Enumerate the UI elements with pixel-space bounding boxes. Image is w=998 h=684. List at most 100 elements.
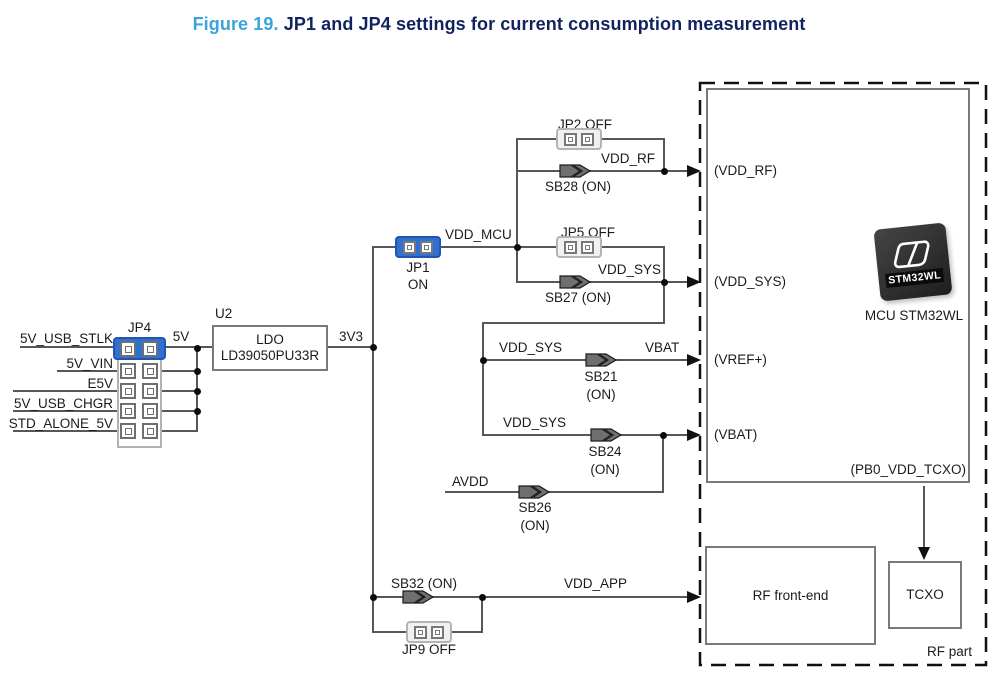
st-logo-icon [893,239,930,268]
net-label-5v-usb-stlk: 5V_USB_STLK [19,331,113,346]
stm32wl-chip-image: STM32WL [873,222,953,302]
rf-part-label: RF part [926,644,972,659]
figure-title: Figure 19. JP1 and JP4 settings for curr… [0,14,998,35]
chip-marking-label: STM32WL [884,267,945,288]
mcu-pin-vdd-sys: (VDD_SYS) [714,274,787,289]
mcu-pin-vbat: (VBAT) [714,427,758,442]
wire [483,322,664,324]
figure-number: Figure 19. [192,14,279,34]
wire [162,410,197,412]
pin-icon [120,403,136,419]
net-label-vbat: VBAT [645,340,680,355]
junction-dot [480,357,487,364]
rf-front-end-block: RF front-end [705,546,876,645]
mcu-pin-vref: (VREF+) [714,352,767,367]
net-label-std-alone-5v: STD_ALONE_5V [8,416,113,431]
wire [13,410,118,412]
pin-icon [120,363,136,379]
solder-bridge-icon [559,164,592,178]
wire [516,138,518,282]
sb26-name-label: SB26 [518,500,552,515]
net-label-3v3: 3V3 [338,329,364,344]
mcu-pin-pb0-vdd-tcxo: (PB0_VDD_TCXO) [850,462,966,477]
rf-front-end-label: RF front-end [752,587,829,603]
wire [482,322,484,436]
wire [20,346,118,348]
net-label-5v: 5V [172,329,190,344]
junction-dot [479,594,486,601]
u2-ref-label: U2 [215,306,233,321]
pin-icon [120,423,136,439]
net-label-vdd-sys: VDD_SYS [503,415,567,430]
junction-dot [661,168,668,175]
wire [13,430,118,432]
pin-icon [142,383,158,399]
ldo-part-label: LD39050PU33R [220,348,320,363]
jp9-label: JP9 OFF [401,642,456,657]
sb21-state-label: (ON) [586,387,616,402]
wire [372,246,374,633]
wire [373,596,690,598]
jp9-jumper [406,621,452,643]
jp1-state-label: ON [407,277,429,292]
arrow-icon [687,429,701,441]
wire [162,390,197,392]
pin-icon [142,363,158,379]
solder-bridge-icon [402,590,435,604]
rf-part-boundary [698,81,988,667]
pin-icon [403,240,416,254]
arrow-icon [687,591,701,603]
net-label-5v-usb-chgr: 5V_USB_CHGR [13,396,113,411]
pin-icon [142,341,158,357]
pin-icon [142,403,158,419]
pin-icon [142,423,158,439]
wire [483,434,690,436]
sb21-name-label: SB21 [584,369,618,384]
mcu-label: MCU STM32WL [864,308,964,323]
wire [328,346,373,348]
wire [663,138,665,172]
wire [481,596,483,633]
wire [13,390,118,392]
junction-dot [194,408,201,415]
ldo-block: LDO LD39050PU33R [212,325,328,371]
junction-dot [514,244,521,251]
junction-dot [194,388,201,395]
wire [162,370,197,372]
pin-icon [120,383,136,399]
net-label-5v-vin: 5V_VIN [66,356,113,371]
wire [162,430,197,432]
wire [516,281,690,283]
wire [57,370,118,372]
sb24-name-label: SB24 [588,444,622,459]
arrow-down-icon [918,547,930,560]
wire [516,170,690,172]
solder-bridge-icon [590,428,623,442]
jp2-jumper [556,128,602,150]
pin-icon [564,132,577,146]
junction-dot [370,594,377,601]
pin-icon [581,240,594,254]
solder-bridge-icon [585,353,618,367]
sb24-state-label: (ON) [590,462,620,477]
figure-caption: JP1 and JP4 settings for current consump… [283,14,806,34]
jp4-label: JP4 [127,320,152,335]
sb26-state-label: (ON) [520,518,550,533]
wire [662,434,664,493]
tcxo-label: TCXO [906,587,944,602]
tcxo-block: TCXO [888,561,962,629]
sb28-label: SB28 (ON) [544,179,612,194]
jp5-jumper [556,236,602,258]
wire [162,346,212,348]
arrow-icon [687,276,701,288]
pin-icon [581,132,594,146]
arrow-icon [687,354,701,366]
net-label-vdd-rf: VDD_RF [601,151,656,166]
jp1-name-label: JP1 [406,260,430,275]
net-label-vdd-mcu: VDD_MCU [445,227,512,242]
junction-dot [661,279,668,286]
jp1-jumper [395,236,441,258]
net-label-e5v: E5V [87,376,113,391]
junction-dot [194,368,201,375]
